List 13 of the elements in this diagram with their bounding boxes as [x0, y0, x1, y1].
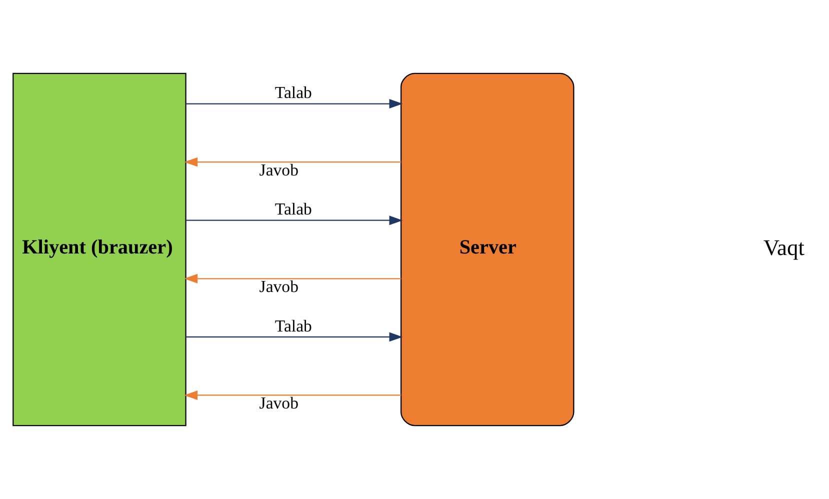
- edge-label: Javob: [259, 277, 298, 296]
- arrow: [184, 390, 402, 400]
- arrow: [186, 99, 403, 108]
- edge-label: Javob: [259, 394, 298, 413]
- edge-label: Talab: [274, 316, 312, 336]
- edge-label: Talab: [274, 83, 312, 102]
- edge-label: Talab: [274, 200, 312, 219]
- label: Vaqt: [763, 235, 804, 260]
- arrow: [184, 274, 402, 284]
- arrow: [186, 332, 403, 342]
- arrow: [184, 157, 402, 167]
- edge-label: Javob: [259, 160, 298, 180]
- arrow: [186, 216, 403, 226]
